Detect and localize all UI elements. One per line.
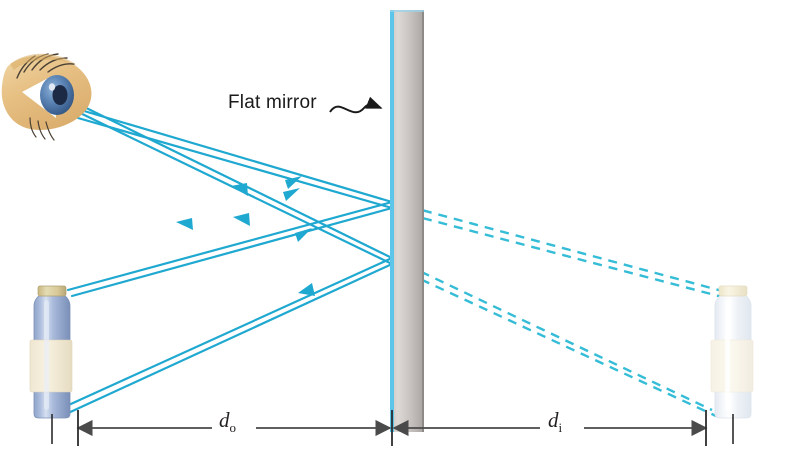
object-bottle-cap bbox=[37, 285, 67, 297]
ray-arrowhead-incident-2 bbox=[283, 188, 300, 201]
observer-eye bbox=[1, 53, 92, 141]
image-bottle bbox=[710, 285, 754, 444]
flat-mirror bbox=[390, 10, 424, 432]
reflected-ray-lower-a bbox=[68, 98, 394, 260]
flat-mirror-label: Flat mirror bbox=[228, 92, 317, 113]
eye-lashes-lower bbox=[29, 117, 55, 141]
object-bottle-highlight bbox=[44, 300, 49, 410]
flat-mirror-leader-line bbox=[329, 96, 383, 114]
virtual-rays-group bbox=[391, 200, 731, 418]
object-bottle-label bbox=[29, 339, 73, 393]
incident-rays-group bbox=[60, 200, 394, 416]
virtual-ray-bottom-a bbox=[391, 256, 713, 412]
image-bottle-highlight bbox=[725, 300, 730, 410]
reflected-rays-group bbox=[68, 98, 394, 266]
virtual-ray-top-b bbox=[391, 208, 731, 301]
ray-arrowhead-incident-1 bbox=[285, 176, 302, 189]
eye-pupil bbox=[52, 85, 68, 105]
ray-arrowhead-reflected-4 bbox=[298, 283, 315, 296]
virtual-ray-top-a bbox=[391, 200, 727, 294]
reflected-ray-upper-b bbox=[76, 116, 394, 210]
mirror-body bbox=[392, 10, 424, 432]
dimension-lines-group bbox=[76, 410, 708, 446]
eye-brow-shading bbox=[10, 53, 78, 70]
image-bottle-label bbox=[710, 339, 754, 393]
object-distance-symbol: d bbox=[219, 408, 230, 432]
virtual-ray-bottom-b bbox=[391, 264, 717, 418]
mirror-reflective-face bbox=[390, 10, 394, 432]
object-bottle bbox=[29, 285, 73, 444]
image-distance-subscript: i bbox=[558, 420, 563, 436]
incident-ray-top-b bbox=[70, 206, 394, 298]
ray-arrowhead-reflected-2 bbox=[233, 213, 250, 226]
object-distance-label: do bbox=[219, 408, 236, 436]
ray-arrowhead-reflected-3 bbox=[176, 218, 193, 230]
image-distance-label: di bbox=[548, 408, 562, 436]
ray-arrowhead-reflected-1 bbox=[231, 183, 248, 196]
image-bottle-cap bbox=[718, 285, 748, 297]
eye-catchlight bbox=[48, 83, 56, 91]
ray-arrowhead-incident-3 bbox=[295, 228, 312, 242]
incident-ray-top-a bbox=[66, 200, 394, 292]
reflected-ray-upper-a bbox=[72, 106, 394, 204]
object-distance-subscript: o bbox=[229, 420, 237, 436]
incident-ray-bottom-b bbox=[64, 262, 394, 416]
image-distance-symbol: d bbox=[548, 408, 559, 432]
incident-ray-bottom-a bbox=[60, 256, 394, 410]
ray-arrowheads-group bbox=[176, 176, 315, 296]
